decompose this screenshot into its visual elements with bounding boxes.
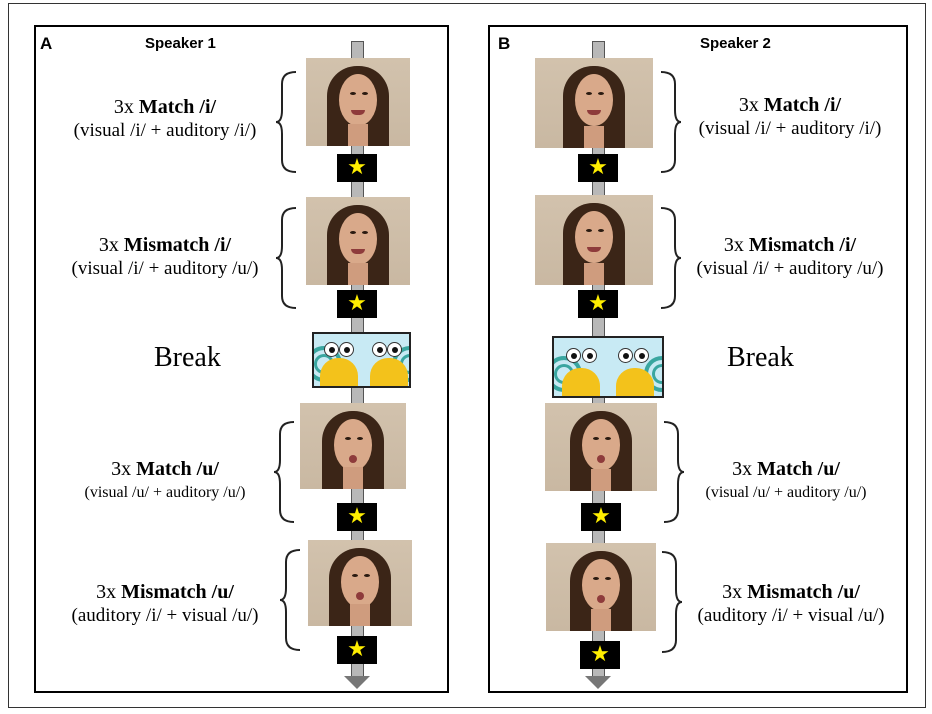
bracket-brace	[279, 549, 301, 651]
panel-b-letter: B	[498, 34, 511, 53]
bracket-brace	[663, 421, 685, 523]
down-arrow-icon	[344, 676, 370, 689]
snail-cartoon-image	[552, 336, 664, 398]
star-icon: ★	[581, 503, 621, 531]
condition-label: 3x Match /u/ (visual /u/ + auditory /u/)	[705, 458, 867, 501]
star-icon: ★	[337, 503, 377, 531]
speaker-face-photo	[300, 403, 406, 489]
star-icon: ★	[337, 636, 377, 664]
speaker-face-photo	[306, 58, 410, 146]
speaker-face-photo	[535, 195, 653, 285]
star-icon: ★	[578, 154, 618, 182]
break-label: Break	[727, 342, 794, 373]
star-icon: ★	[578, 290, 618, 318]
condition-label: 3x Match /i/ (visual /i/ + auditory /i/)	[73, 96, 257, 141]
condition-label: 3x Match /u/ (visual /u/ + auditory /u/)	[84, 458, 246, 501]
bracket-brace	[273, 421, 295, 523]
speaker-face-photo	[306, 197, 410, 285]
condition-label: 3x Mismatch /u/ (auditory /i/ + visual /…	[697, 581, 885, 626]
speaker-face-photo	[545, 403, 657, 491]
break-label: Break	[154, 342, 221, 373]
figure-frame	[8, 3, 926, 708]
snail-cartoon-image	[312, 332, 411, 388]
condition-label: 3x Mismatch /u/ (auditory /i/ + visual /…	[71, 581, 259, 626]
bracket-brace	[275, 207, 297, 309]
star-icon: ★	[580, 641, 620, 669]
bracket-brace	[660, 71, 682, 173]
bracket-brace	[275, 71, 297, 173]
panel-a-title: Speaker 1	[145, 35, 216, 52]
down-arrow-icon	[585, 676, 611, 689]
speaker-face-photo	[546, 543, 656, 631]
bracket-brace	[660, 207, 682, 309]
star-icon: ★	[337, 290, 377, 318]
speaker-face-photo	[308, 540, 412, 626]
condition-label: 3x Mismatch /i/ (visual /i/ + auditory /…	[696, 234, 884, 279]
condition-label: 3x Mismatch /i/ (visual /i/ + auditory /…	[71, 234, 259, 279]
panel-b-title: Speaker 2	[700, 35, 771, 52]
condition-label: 3x Match /i/ (visual /i/ + auditory /i/)	[698, 94, 882, 139]
panel-a-letter: A	[40, 34, 53, 53]
star-icon: ★	[337, 154, 377, 182]
speaker-face-photo	[535, 58, 653, 148]
bracket-brace	[661, 551, 683, 653]
